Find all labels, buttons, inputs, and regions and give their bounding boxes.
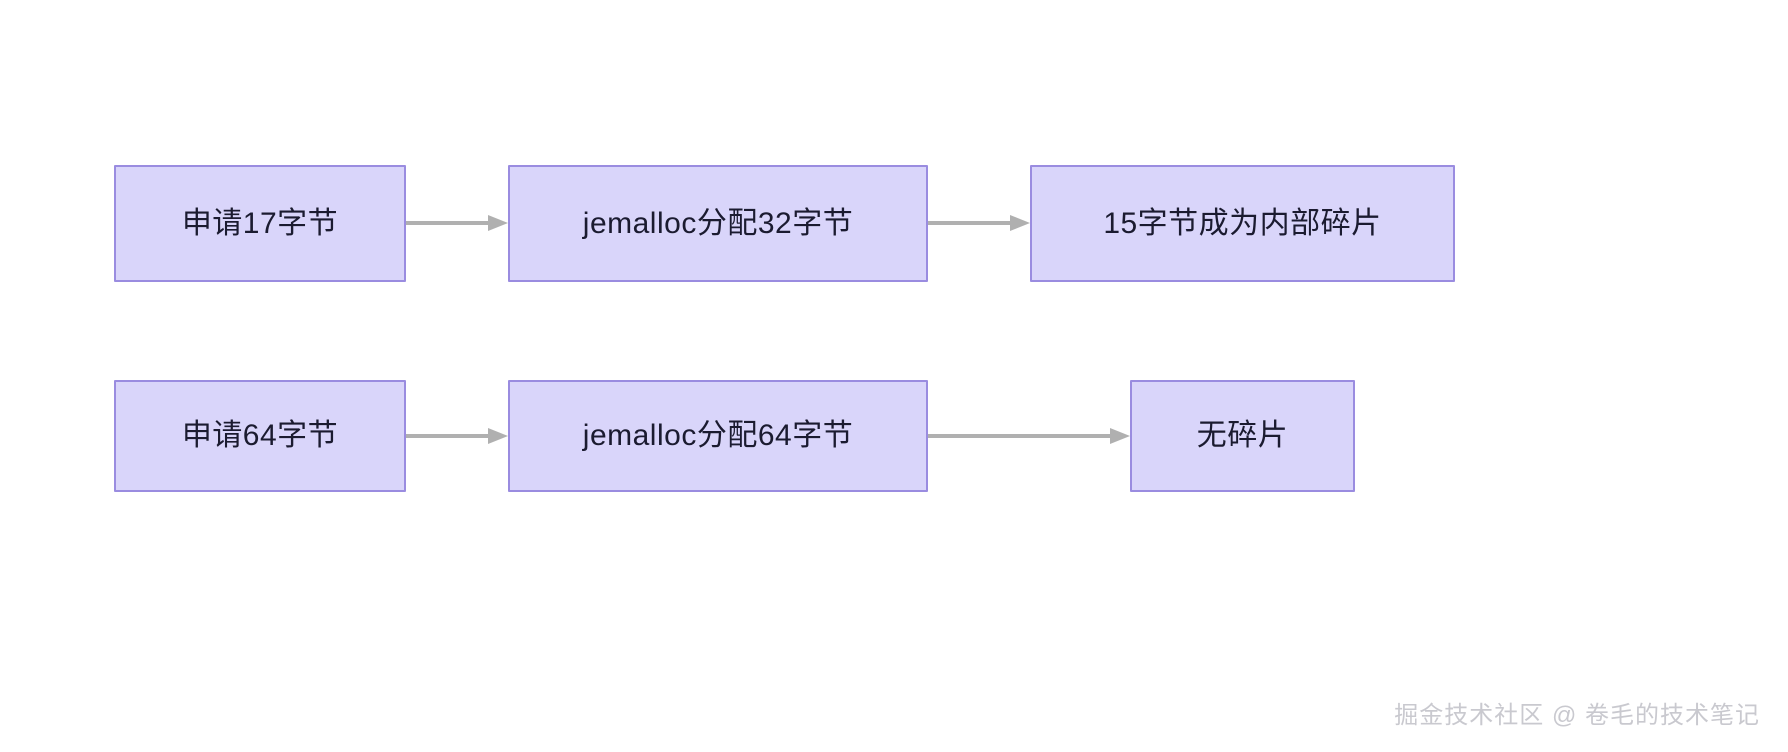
node-request-17-bytes[interactable]: 申请17字节 bbox=[114, 165, 406, 282]
node-label: 无碎片 bbox=[1196, 419, 1289, 452]
edge-arrow-alloc64-to-nofragment bbox=[928, 425, 1132, 447]
node-request-64-bytes[interactable]: 申请64字节 bbox=[114, 380, 406, 492]
node-label: 申请17字节 bbox=[181, 206, 339, 240]
watermark: 掘金技术社区 @ 卷毛的技术笔记 bbox=[1394, 702, 1760, 729]
node-label: jemalloc分配64字节 bbox=[582, 419, 854, 452]
edge-arrow-request17-to-alloc32 bbox=[406, 212, 510, 234]
node-label: jemalloc分配32字节 bbox=[582, 206, 854, 240]
node-label: 申请64字节 bbox=[181, 419, 339, 452]
edge-arrow-request64-to-alloc64 bbox=[406, 425, 510, 447]
node-jemalloc-allocates-64-bytes[interactable]: jemalloc分配64字节 bbox=[508, 380, 928, 492]
node-jemalloc-allocates-32-bytes[interactable]: jemalloc分配32字节 bbox=[508, 165, 928, 282]
node-no-fragment[interactable]: 无碎片 bbox=[1130, 380, 1355, 492]
edge-arrow-alloc32-to-fragment15 bbox=[928, 212, 1032, 234]
node-15-bytes-internal-fragment[interactable]: 15字节成为内部碎片 bbox=[1030, 165, 1455, 282]
node-label: 15字节成为内部碎片 bbox=[1103, 206, 1382, 240]
